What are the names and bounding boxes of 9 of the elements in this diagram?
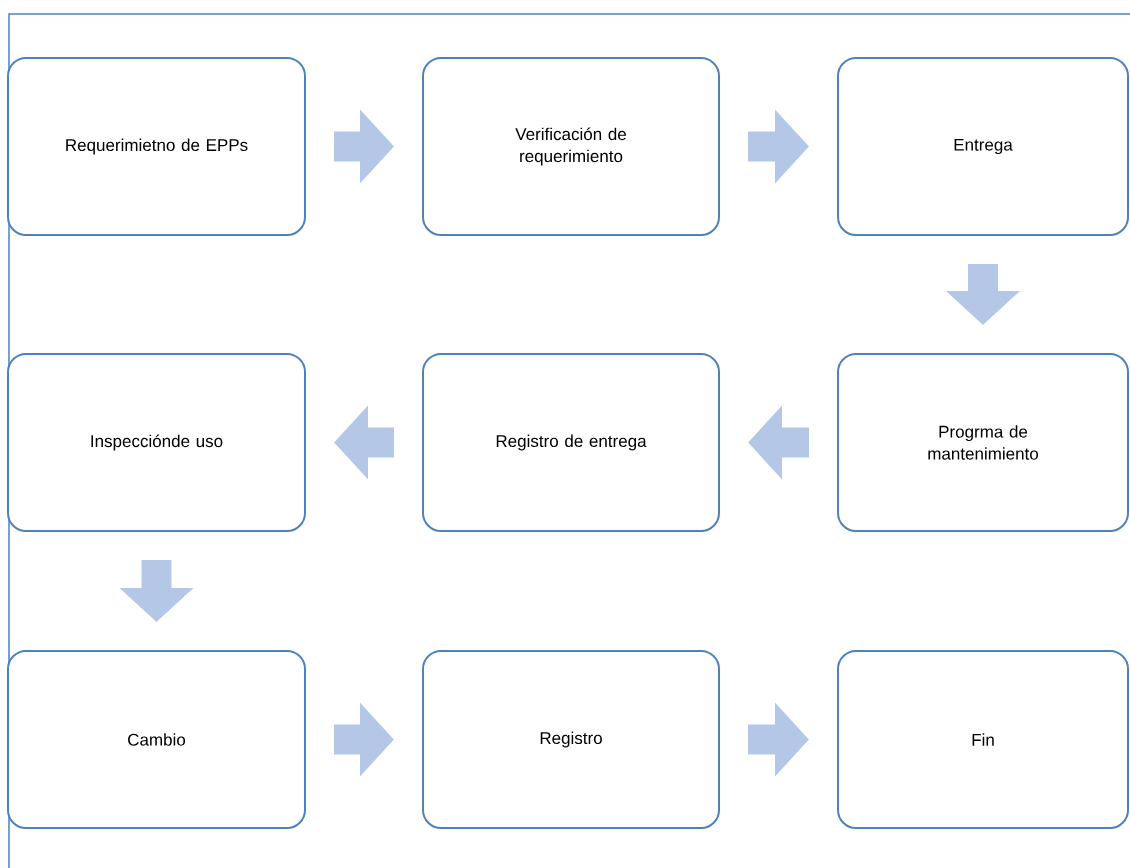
- process-box: Requerimietno de EPPs: [7, 57, 306, 236]
- process-box: Inspecciónde uso: [7, 353, 306, 532]
- process-box: Verificación de requerimiento: [422, 57, 720, 236]
- process-box: Registro: [422, 650, 720, 829]
- process-box: Registro de entrega: [422, 353, 720, 532]
- process-box: Fin: [837, 650, 1129, 829]
- process-box: Cambio: [7, 650, 306, 829]
- process-box: Progrma de mantenimiento: [837, 353, 1129, 532]
- process-box: Entrega: [837, 57, 1129, 236]
